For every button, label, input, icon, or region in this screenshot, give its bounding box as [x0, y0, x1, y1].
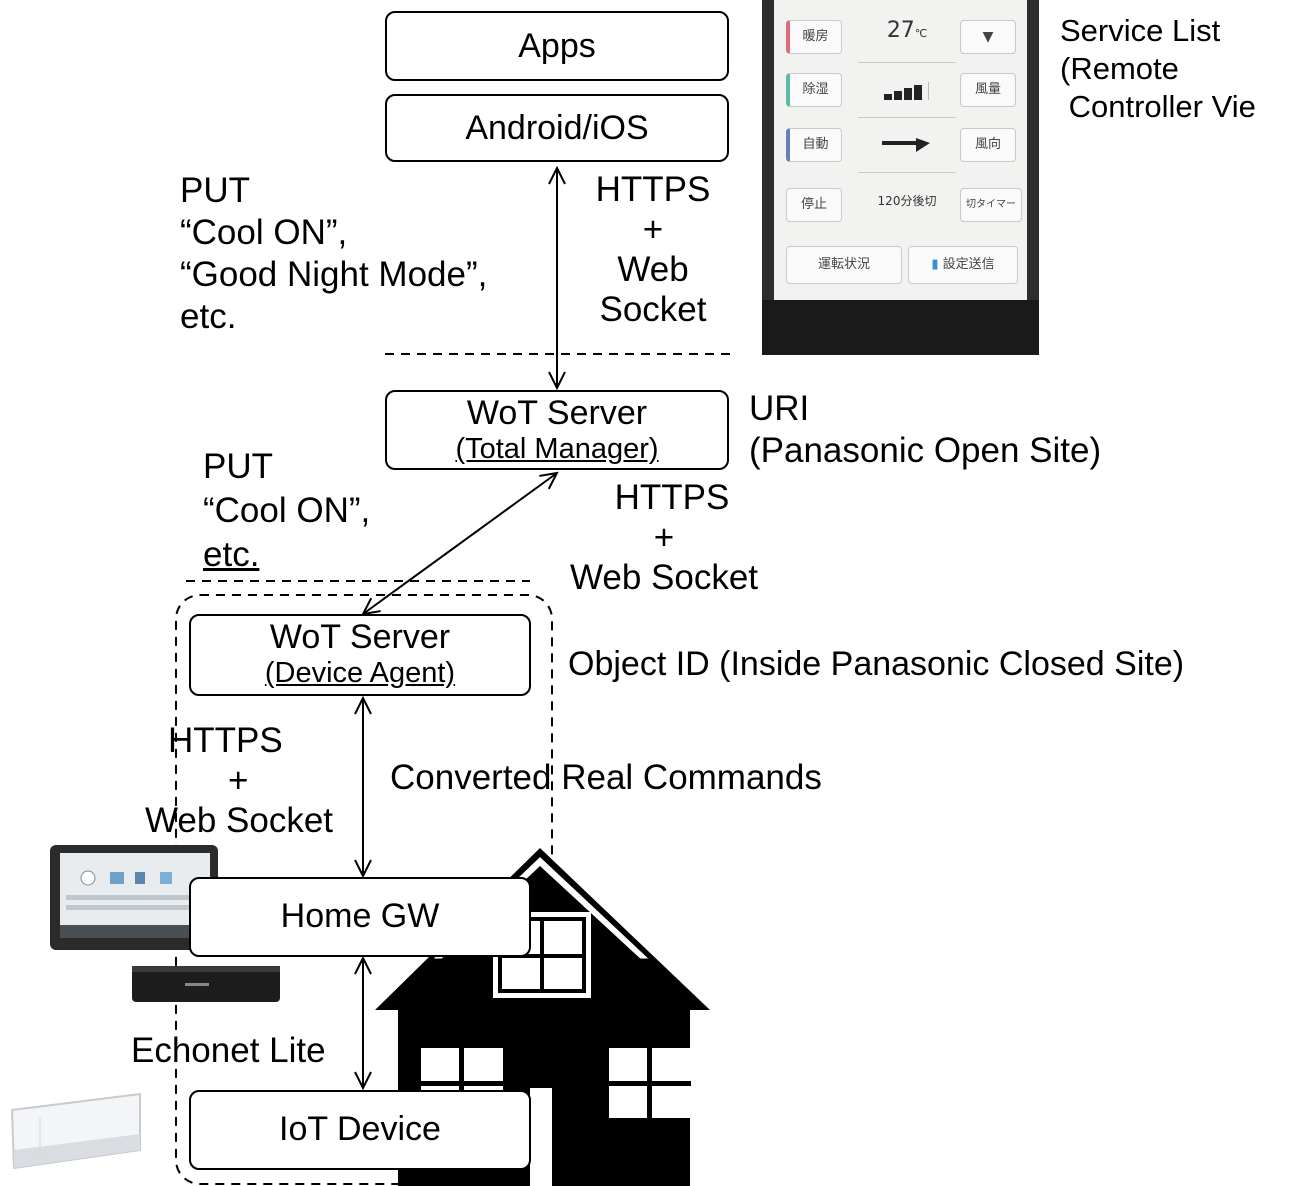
https-low-line: HTTPS: [168, 721, 283, 760]
https-low-line: +: [228, 761, 249, 800]
put-mid-line: etc.: [203, 535, 260, 574]
home-gw-label: Home GW: [280, 897, 440, 935]
os-label: Android/iOS: [465, 109, 649, 147]
mode-button-heat[interactable]: 暖房: [786, 20, 842, 54]
put-mid-line: PUT: [203, 447, 273, 486]
https-mid-line: +: [653, 518, 675, 557]
put-mid-label: PUT “Cool ON”, etc.: [203, 445, 370, 577]
temperature-display: 27℃: [862, 18, 952, 43]
wot-agent-sublabel: (Device Agent): [264, 657, 456, 690]
uri-line: (Panasonic Open Site): [749, 431, 1102, 470]
mode-button-stop[interactable]: 停止: [786, 188, 842, 222]
uri-label: URI (Panasonic Open Site): [749, 388, 1101, 472]
iot-device-box: IoT Device: [189, 1090, 531, 1170]
converted-commands-label: Converted Real Commands: [390, 758, 822, 797]
wind-direction-icon: [882, 138, 932, 152]
off-timer-button[interactable]: 切タイマー: [960, 188, 1022, 222]
operation-status-button[interactable]: 運転状況: [786, 246, 902, 284]
https-top-line: Web: [617, 250, 689, 289]
temperature-unit: ℃: [914, 27, 928, 40]
air-conditioner-illustration: [10, 1092, 141, 1170]
gateway-box-illustration: [132, 966, 280, 1002]
https-top-line: Socket: [599, 290, 707, 329]
put-top-label: PUT “Cool ON”, “Good Night Mode”, etc.: [180, 170, 487, 338]
home-gw-box: Home GW: [189, 877, 531, 957]
fan-level-icon: [884, 80, 934, 100]
put-top-line: “Cool ON”,: [180, 213, 348, 252]
temp-down-button[interactable]: ▼: [960, 20, 1016, 54]
object-id-label: Object ID (Inside Panasonic Closed Site): [568, 645, 1185, 683]
https-low-line: Web Socket: [144, 801, 334, 840]
mode-button-auto[interactable]: 自動: [786, 128, 842, 162]
https-low-label: HTTPS + Web Socket: [128, 721, 350, 841]
https-top-line: +: [642, 210, 664, 249]
os-box: Android/iOS: [385, 94, 729, 162]
service-list-line: Controller Vie: [1060, 89, 1256, 124]
wot-device-agent-box: WoT Server (Device Agent): [189, 614, 531, 696]
put-mid-line: “Cool ON”,: [203, 491, 371, 530]
wind-direction-button[interactable]: 風向: [960, 128, 1016, 162]
service-list-line: Service List: [1060, 13, 1221, 48]
phone-bezel: [762, 300, 1039, 355]
https-top-label: HTTPS + Web Socket: [578, 170, 728, 330]
put-top-line: “Good Night Mode”,: [180, 255, 488, 294]
https-mid-label: HTTPS + Web Socket: [552, 478, 776, 598]
wot-agent-label: WoT Server: [269, 618, 451, 656]
https-top-line: HTTPS: [595, 170, 711, 209]
service-list-label: Service List (Remote Controller Vie: [1060, 12, 1256, 126]
uri-line: URI: [749, 389, 810, 428]
remote-icon: ▮: [931, 257, 939, 272]
put-top-line: etc.: [180, 297, 237, 336]
tablet-illustration: [50, 845, 218, 950]
https-mid-line: HTTPS: [614, 478, 730, 517]
service-list-line: (Remote: [1060, 51, 1179, 86]
apps-label: Apps: [518, 27, 596, 65]
house-illustration: [375, 848, 710, 1186]
remote-controller-phone: 暖房 除湿 自動 停止 27℃ 120分後切 ▼ 風量 風向 切タイマー 運転状…: [762, 0, 1039, 355]
mode-button-dehumidify[interactable]: 除湿: [786, 73, 842, 107]
send-settings-button[interactable]: ▮ 設定送信: [908, 246, 1018, 284]
fan-volume-button[interactable]: 風量: [960, 73, 1016, 107]
wot-total-manager-box: WoT Server (Total Manager): [385, 390, 729, 470]
remote-controller-screen: 暖房 除湿 自動 停止 27℃ 120分後切 ▼ 風量 風向 切タイマー 運転状…: [774, 0, 1027, 300]
timer-display: 120分後切: [877, 194, 937, 208]
https-mid-line: Web Socket: [569, 558, 759, 597]
echonet-label: Echonet Lite: [131, 1031, 326, 1070]
apps-box: Apps: [385, 11, 729, 81]
iot-device-label: IoT Device: [279, 1110, 441, 1148]
arrow-total-agent: [363, 473, 557, 614]
send-settings-label: 設定送信: [942, 257, 995, 272]
wot-total-sublabel: (Total Manager): [455, 433, 659, 466]
put-top-line: PUT: [180, 171, 250, 210]
temperature-value: 27: [886, 18, 915, 43]
wot-total-label: WoT Server: [466, 394, 648, 432]
